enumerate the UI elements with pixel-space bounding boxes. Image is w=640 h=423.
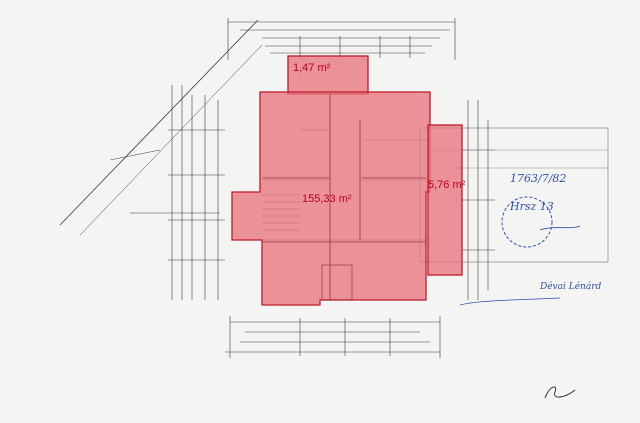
blue-ink [459, 196, 581, 306]
signature [544, 386, 576, 399]
highlight-areas [231, 55, 463, 306]
east-terrace-area [427, 124, 463, 276]
east-terrace-area-label: 5,76 m² [428, 179, 466, 191]
stamp-number: 1763/7/82 [510, 172, 567, 185]
north-balcony-area-label: 1,47 m² [293, 62, 331, 74]
main-floor-area-label: 155,33 m² [302, 193, 352, 205]
signature-note: Dévai Lénárd [540, 282, 602, 292]
stamp-lot: Hrsz 13 [510, 200, 554, 213]
